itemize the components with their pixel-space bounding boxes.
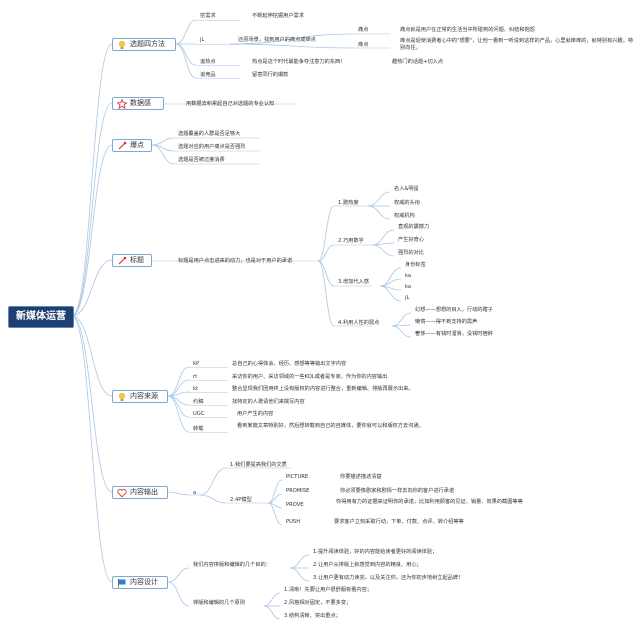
output-quality: 1.我们要提高我们的文质 [230,462,287,468]
category-topic-methods[interactable]: 选题四方法 [112,38,176,51]
note-dig-needs: 不断延伸挖掘用户需求 [252,13,304,19]
category-content-design[interactable]: 内容设计 [112,576,168,589]
title-method-1b: 权威的头衔 [394,200,420,206]
hot-point-3: 选题是否被过度消费 [178,157,225,163]
note-hot-topic-angle: 趣热门的话题+切入点 [392,59,444,65]
note-jl: 还原场景，找到用户的痛点或痒点 [238,37,316,43]
output-a: a [193,490,197,496]
design-principles: 排版和编辑的几个原则 [193,600,245,606]
pin-icon [117,141,127,151]
note-competitors: 留意同行的爆款 [252,72,289,78]
4p-picture-note: 你要描述描述清楚 [340,474,382,480]
node-pain-point: 痛点 [358,27,369,33]
note-itch-point: 痒点是促使消费者心中的"想要"，让他一看到一听说到这样的产品，心里就痒痒的，就特… [400,38,634,51]
title-method-3a: 身份标签 [405,262,426,268]
flag-icon [117,578,127,588]
title-method-2b: 产生好奇心 [398,237,424,243]
note-hot-topic: 热点是这个时代最能争夺注意力的东西！ [252,59,346,65]
design-principle-3: 3.结构清晰、突出重点； [284,613,341,619]
title-method-3b: ka [405,273,412,279]
category-label: 数据感 [130,99,151,107]
category-label: 选题四方法 [130,40,165,48]
4p-promise: PROMISE [286,488,310,494]
source-1: kP [193,361,200,367]
title-method-3: 3.增加代入感 [338,279,369,285]
category-content-source[interactable]: 内容来源 [112,390,168,403]
category-data-sense[interactable]: 数据感 [112,97,164,110]
title-method-3c: ka [405,284,412,290]
title-method-4c: 奢侈——有钱时溜滑，没钱时宿醉 [415,331,493,337]
category-label: 内容设计 [130,578,158,586]
title-method-3d: jL [405,295,410,301]
title-method-4a: 幻想——想想的目入，行动的瞎子 [415,307,493,313]
category-title[interactable]: 标题 [112,254,152,267]
source-2-note: 采访你的用户、采访领域的一些KOL或者是专家，作为你的内容输出 [232,374,388,380]
source-6-note: 看到某篇文章特别好，然后想转载到自己的自媒体，要你就可以和版权方去沟通。 [237,423,424,429]
source-6: 转载 [193,426,204,432]
category-label: 爆点 [130,141,144,149]
output-4p-model: 2.4P模型 [230,497,252,503]
root-node[interactable]: 新媒体运营 [8,306,74,328]
title-method-1: 1.蹭热度 [338,200,359,206]
node-dig-needs: 挖需求 [200,13,216,19]
design-purposes: 我们内容排版和编辑的几个目的： [193,562,271,568]
4p-push: PUSH [286,519,301,525]
star-icon [117,98,127,109]
note-pain-point: 痛点就是用户在正常的生活当中所碰到的问题、纠结和抱怨 [400,27,535,33]
source-5: UGC [193,411,205,417]
design-principle-1: 1.清晰！先要让用户很舒服有看内容； [284,587,372,593]
title-method-1a: 名人&明星 [394,186,419,192]
source-3: kt [193,386,199,392]
node-jl: jL [200,37,205,43]
node-hot-topic: 追热点 [200,59,216,65]
4p-promise-note: 你必须要像剧家和剧情一样去向你的客户进行承诺 [340,488,455,494]
category-content-output[interactable]: 内容输出 [112,486,168,499]
title-method-2a: 直观的震撼力 [398,224,430,230]
lightbulb-icon [117,40,127,50]
hot-point-1: 选题覆盖的人群是否足够大 [178,131,241,137]
4p-picture: PICTURE [286,474,309,480]
node-competitors: 追竞品 [200,72,216,78]
hot-point-2: 选题对应的用户痛点是否强烈 [178,144,246,150]
design-purpose-3: 3.让用户更有动力读完，以及关注你，还为你初步地树立起品牌！ [313,575,464,581]
source-1-note: 总自己的心得体会、经历、感想等等输出文字内容 [232,361,347,367]
source-3-note: 整合显现我们团用终上没有版权的内容进行整合，重新编辑、排版再展示出来。 [232,386,414,392]
source-2: rt [193,374,198,380]
note-data-sense: 用数据去积累起自己对选题的专业认知 [186,101,275,107]
4p-push-note: 要求客户立刻采取行动，下单、付款、点评、转介绍等等 [334,519,464,525]
source-4: 约稿 [193,399,204,405]
pin-icon [117,256,127,266]
design-principle-2: 2.风格相对固定，不要多变； [284,600,352,606]
title-method-4b: 懒惰——得不到支持的需声 [415,319,478,325]
title-method-2: 2.巧用数字 [338,238,364,244]
note-title: 标题是用户点击进来的动力，也是对于用户的承诺 [178,258,293,264]
category-hot-point[interactable]: 爆点 [112,139,152,152]
design-purpose-2: 2.让用户从排版上就感觉到内容的精良、用心； [313,562,422,568]
title-method-4: 4.利用人性的弱点 [338,320,380,326]
node-itch-point: 痒点 [358,42,369,48]
source-5-note: 用户产生的内容 [237,411,274,417]
title-method-1c: 权威机构 [394,213,415,219]
source-4-note: 找特定的人邀请他们来撰写内容 [232,399,305,405]
lightbulb-icon [117,392,127,402]
design-purpose-1: 1.提升阅读体验，好的内容能给读者更好的阅读体验； [313,549,438,555]
category-label: 内容来源 [130,392,158,400]
4p-prove-note: 你得用有力的证据来证明你的承诺，比如利用顾客的见证、销量、效果的截图等等 [336,499,523,505]
title-method-2c: 强烈的对比 [398,250,424,256]
heart-icon [117,488,127,498]
category-label: 内容输出 [130,488,158,496]
4p-prove: PROVE [286,502,304,508]
category-label: 标题 [130,256,144,264]
